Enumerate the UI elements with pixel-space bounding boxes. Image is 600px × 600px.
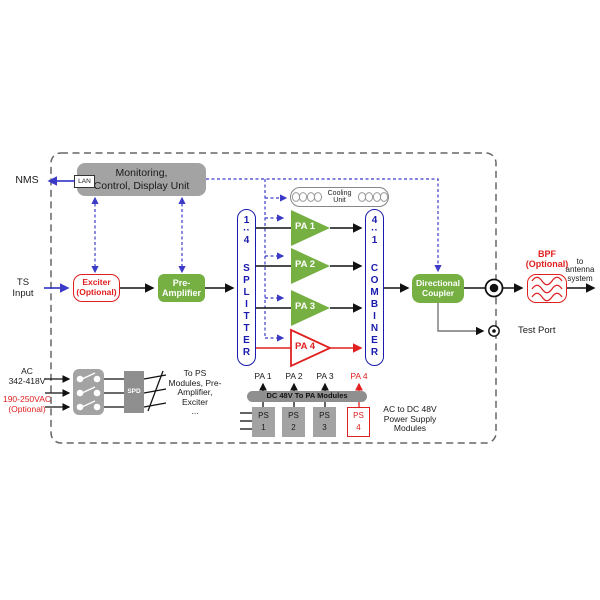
pre-amplifier-label: Pre- Amplifier xyxy=(161,277,201,298)
rf-connector-icon xyxy=(484,278,504,298)
ps-module-1: PS 1 xyxy=(252,407,275,437)
pa1-label: PA 1 xyxy=(294,221,316,232)
antenna-label: to antenna system xyxy=(565,257,595,283)
directional-coupler-box: Directional Coupler xyxy=(412,274,464,303)
exciter-box: Exciter (Optional) xyxy=(73,274,120,302)
combiner-label: C O M B I N E R xyxy=(370,263,379,358)
pa-feed-label-4: PA 4 xyxy=(350,371,368,381)
splitter-box: 1 ·· 4 S P L I T T E R xyxy=(237,209,256,366)
pa-feed-label-3: PA 3 xyxy=(316,371,334,381)
ac-input-lines xyxy=(45,370,167,412)
ps3-label: PS 3 xyxy=(319,411,330,432)
ac-optional-label: 190-250VAC (Optional) xyxy=(2,394,52,414)
spd-label: SPD xyxy=(127,388,141,396)
pa4-label: PA 4 xyxy=(294,341,316,352)
combiner-box: 4 ·· 1 C O M B I N E R xyxy=(365,209,384,366)
exciter-label: Exciter (Optional) xyxy=(76,277,117,297)
test-port-label: Test Port xyxy=(518,325,556,336)
dc-bus-bar: DC 48V To PA Modules xyxy=(247,391,367,402)
ps1-label: PS 1 xyxy=(258,411,269,432)
cooling-unit-box: Cooling Unit xyxy=(290,187,389,207)
ps-module-2: PS 2 xyxy=(282,407,305,437)
ac-main-label: AC 342-418V xyxy=(8,366,46,386)
ps-title: AC to DC 48V Power Supply Modules xyxy=(383,404,437,434)
pa-feed-label-1: PA 1 xyxy=(254,371,272,381)
io-links xyxy=(44,176,75,293)
nms-label: NMS xyxy=(15,174,39,186)
lan-port: LAN xyxy=(74,175,95,188)
lan-label: LAN xyxy=(78,177,91,185)
ps2-label: PS 2 xyxy=(288,411,299,432)
cooling-unit-label: Cooling Unit xyxy=(327,189,352,204)
ts-input-label: TS Input xyxy=(12,277,34,299)
spd-box: SPD xyxy=(124,371,144,413)
pa2-label: PA 2 xyxy=(294,259,316,270)
monitoring-control-unit: Monitoring, Control, Display Unit xyxy=(77,163,206,196)
ps-module-3: PS 3 xyxy=(313,407,336,437)
test-port-path xyxy=(437,303,485,336)
combiner-ratio: 4 ·· 1 xyxy=(371,215,378,246)
directional-coupler-label: Directional Coupler xyxy=(416,277,460,298)
pa3-label: PA 3 xyxy=(294,301,316,312)
splitter-ratio: 1 ·· 4 xyxy=(243,215,250,246)
test-port-connector-icon xyxy=(488,325,500,337)
breaker-box xyxy=(73,369,104,415)
distribution-note: To PS Modules, Pre- Amplifier, Exciter .… xyxy=(168,368,222,417)
ps4-label: PS 4 xyxy=(353,411,364,432)
monitoring-label: Monitoring, Control, Display Unit xyxy=(93,167,190,192)
dc-bus-label: DC 48V To PA Modules xyxy=(266,391,348,401)
splitter-label: S P L I T T E R xyxy=(242,263,251,358)
pre-amplifier-box: Pre- Amplifier xyxy=(158,274,205,302)
bpf-label: BPF (Optional) xyxy=(525,249,569,270)
pa-feed-label-2: PA 2 xyxy=(285,371,303,381)
